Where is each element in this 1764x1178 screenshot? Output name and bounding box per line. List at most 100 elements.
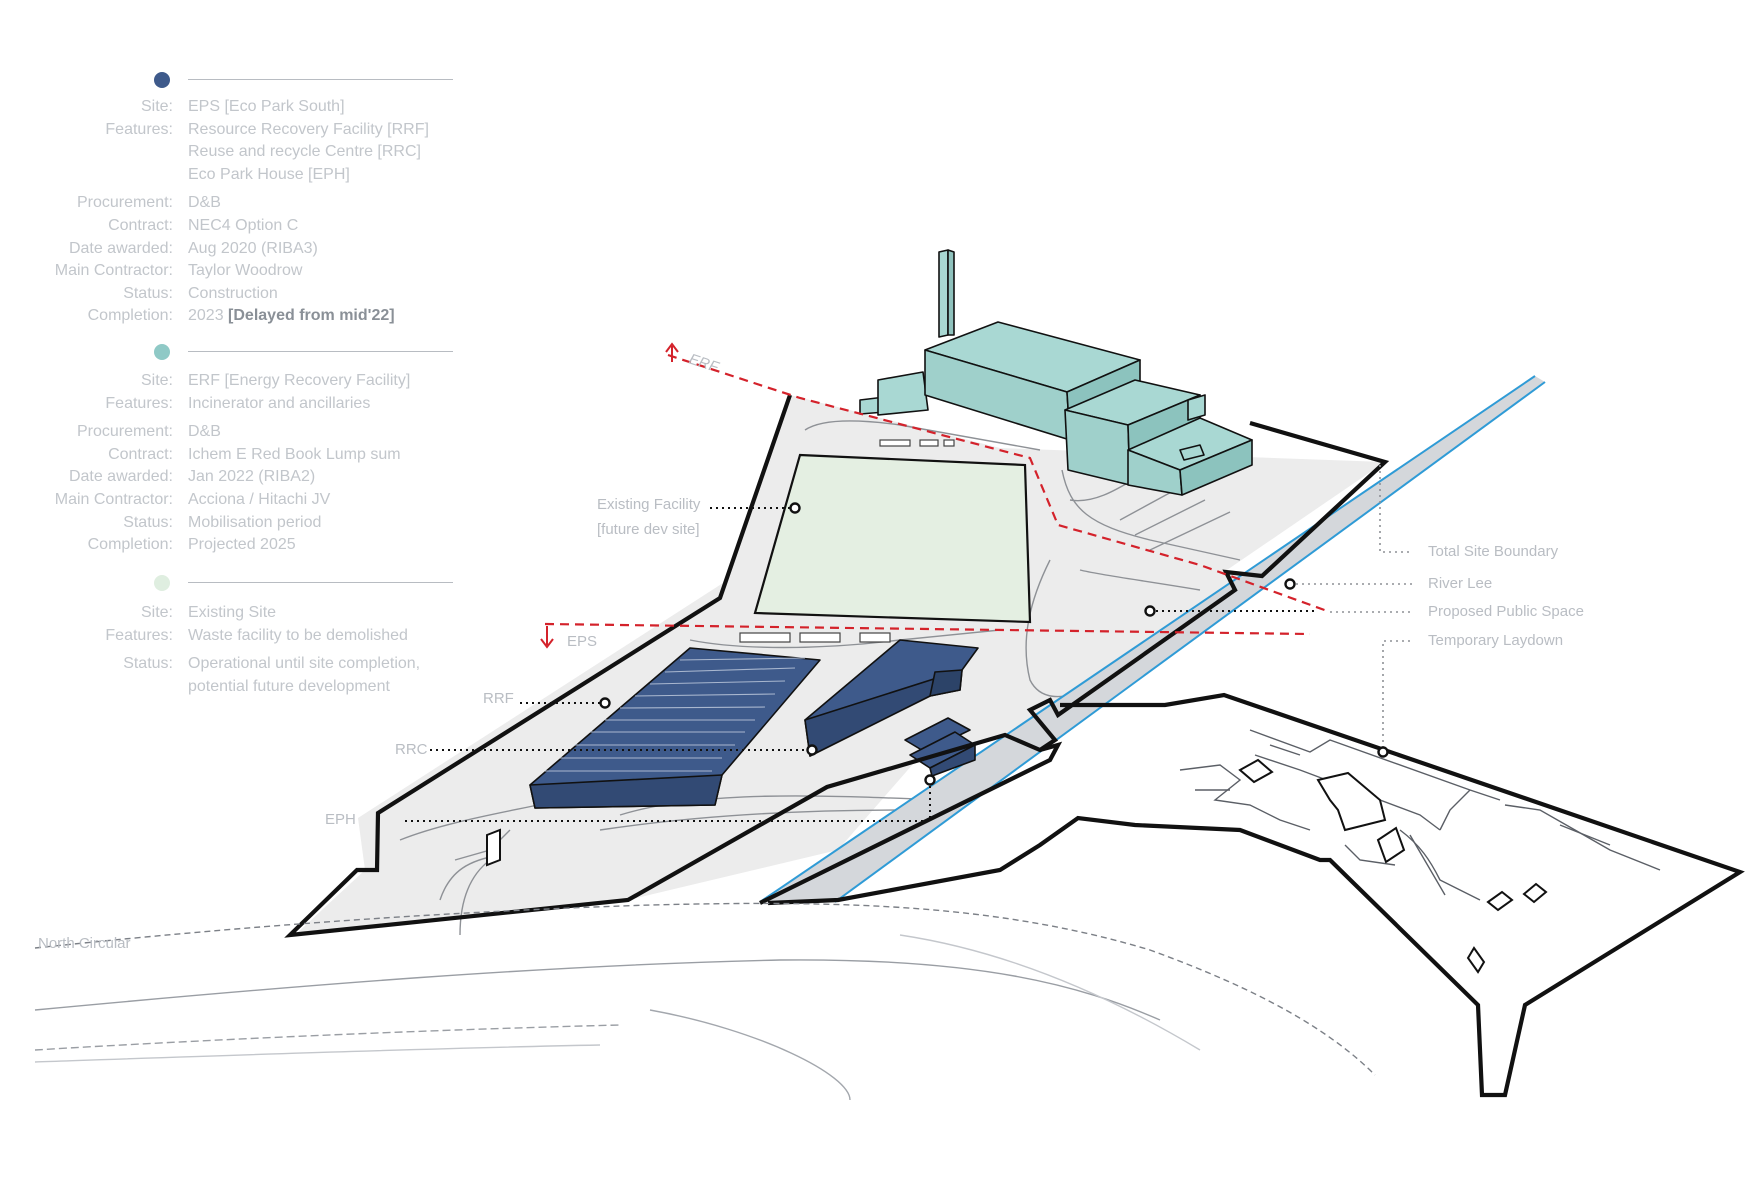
erf-buildings bbox=[859, 249, 1253, 496]
eps-buildings bbox=[529, 639, 979, 809]
total-site-boundary-label: Total Site Boundary bbox=[1428, 543, 1559, 560]
legend-row: Completion: Projected 2025 bbox=[0, 534, 470, 556]
legend-key: Completion: bbox=[87, 307, 173, 325]
legend-key: Features: bbox=[105, 394, 173, 412]
parking-bays bbox=[739, 439, 955, 643]
legend-value: NEC4 Option C bbox=[188, 215, 298, 237]
section-arrows bbox=[540, 342, 679, 649]
legend-key: Site: bbox=[140, 372, 173, 389]
legend-value: Incinerator and ancillaries bbox=[188, 393, 370, 415]
legend-value-text: D&B bbox=[188, 423, 221, 441]
legend-value-text: Aug 2020 (RIBA3) bbox=[188, 239, 318, 257]
legend-key: Site: bbox=[140, 604, 173, 621]
legend-value: ERF [Energy Recovery Facility] bbox=[188, 370, 410, 392]
legend-value: Taylor Woodrow bbox=[188, 260, 302, 282]
legend-key: Main Contractor: bbox=[54, 491, 173, 508]
legend-row: Contract:NEC4 Option C bbox=[0, 215, 470, 237]
legend-value: Aug 2020 (RIBA3) bbox=[188, 238, 318, 260]
future-dev-site-label: [future dev site] bbox=[597, 521, 700, 538]
legend-value-text: Ichem E Red Book Lump sum bbox=[188, 445, 401, 463]
legend-key: Status: bbox=[123, 513, 173, 531]
east-site-vehicles bbox=[486, 758, 1548, 974]
legend-value: D&B bbox=[188, 421, 221, 443]
legend-row: Status:Operational until site completion… bbox=[0, 653, 470, 675]
existing-facility-label: Existing Facility bbox=[597, 496, 701, 513]
erf-section-label: ERF bbox=[687, 351, 722, 377]
erf-section-line bbox=[667, 353, 1331, 614]
erf-arrow-icon bbox=[665, 342, 679, 362]
legend-value-text: Resource Recovery Facility [RRF] bbox=[188, 120, 429, 138]
north-circular-road bbox=[34, 902, 1376, 1101]
legend-key: Date awarded: bbox=[68, 468, 173, 486]
legend-value-text: Existing Site bbox=[188, 604, 277, 621]
legend-row: Main Contractor: Acciona / Hitachi JV bbox=[0, 489, 470, 511]
eph-building bbox=[904, 717, 971, 753]
legend-value-text: Mobilisation period bbox=[188, 513, 322, 531]
legend-value-text: Projected 2025 bbox=[188, 536, 296, 554]
legend-value: Waste facility to be demolished bbox=[188, 625, 408, 647]
legend-value: Eco Park House [EPH] bbox=[188, 164, 350, 186]
legend-key: Features: bbox=[105, 626, 173, 644]
project-legend: Site:EPS [Eco Park South]Features:Resour… bbox=[0, 0, 470, 700]
legend-value: Reuse and recycle Centre [RRC] bbox=[188, 141, 421, 163]
river-edge-east bbox=[834, 381, 1546, 903]
legend-row: Features:Resource Recovery Facility [RRF… bbox=[0, 119, 470, 141]
legend-group-2-rule bbox=[188, 351, 453, 352]
legend-value: Acciona / Hitachi JV bbox=[188, 489, 330, 511]
eph-label: EPH bbox=[325, 811, 356, 828]
legend-row: Features: Incinerator and ancillaries bbox=[0, 393, 470, 415]
legend-group-1-rule bbox=[188, 79, 453, 80]
legend-row: Reuse and recycle Centre [RRC] bbox=[0, 141, 470, 163]
legend-row: Status: Mobilisation period bbox=[0, 512, 470, 534]
legend-row: Completion:2023 [Delayed from mid'22] bbox=[0, 305, 470, 327]
legend-value: Construction bbox=[188, 283, 278, 305]
erf-chimney bbox=[938, 249, 949, 338]
legend-key: Status: bbox=[123, 284, 173, 302]
legend-value: Ichem E Red Book Lump sum bbox=[188, 444, 401, 466]
legend-row: Date awarded:Aug 2020 (RIBA3) bbox=[0, 238, 470, 260]
legend-group-1-dot bbox=[154, 72, 170, 88]
legend-value-text: ERF [Energy Recovery Facility] bbox=[188, 372, 411, 389]
legend-row: Site: EPS [Eco Park South] bbox=[0, 96, 470, 118]
legend-value-text: EPS [Eco Park South] bbox=[188, 98, 345, 115]
legend-key: Site: bbox=[140, 98, 173, 115]
legend-key: Completion: bbox=[87, 536, 173, 554]
legend-value-text: D&B bbox=[188, 194, 221, 212]
east-site-roads bbox=[1179, 729, 1661, 901]
legend-row: Procurement: D&B bbox=[0, 421, 470, 443]
legend-value: EPS [Eco Park South] bbox=[188, 96, 345, 118]
legend-row: Main Contractor: Taylor Woodrow bbox=[0, 260, 470, 282]
legend-value-text: Incinerator and ancillaries bbox=[188, 394, 371, 412]
temporary-laydown-label: Temporary Laydown bbox=[1428, 632, 1563, 649]
river-lee bbox=[760, 376, 1545, 902]
legend-value: D&B bbox=[188, 192, 221, 214]
legend-row: Site: Existing Site bbox=[0, 602, 470, 624]
eps-section-line bbox=[544, 622, 1311, 636]
legend-row: Features: Waste facility to be demolished bbox=[0, 625, 470, 647]
legend-row: Eco Park House [EPH] bbox=[0, 164, 470, 186]
legend-group-3-rule bbox=[188, 582, 453, 583]
legend-value-text: Acciona / Hitachi JV bbox=[188, 491, 331, 508]
legend-value-text: Jan 2022 (RIBA2) bbox=[188, 468, 316, 486]
legend-key: Procurement: bbox=[76, 423, 173, 441]
river-lee-label: River Lee bbox=[1428, 575, 1492, 592]
legend-group-3-dot bbox=[154, 575, 170, 591]
legend-value: Existing Site bbox=[188, 602, 276, 624]
leader-markers bbox=[599, 502, 1389, 786]
south-boundary-link bbox=[759, 741, 1063, 905]
eps-arrow-icon bbox=[540, 626, 554, 649]
eps-section-label: EPS bbox=[567, 633, 597, 650]
leader-lines-grey bbox=[1290, 465, 1412, 748]
legend-row: Contract:Ichem E Red Book Lump sum bbox=[0, 444, 470, 466]
legend-value: Projected 2025 bbox=[188, 534, 296, 556]
legend-key: Status: bbox=[123, 655, 173, 673]
legend-value: Jan 2022 (RIBA2) bbox=[188, 466, 315, 488]
legend-value-text: Taylor Woodrow bbox=[188, 262, 303, 280]
legend-value-text: potential future development bbox=[188, 677, 390, 695]
legend-value: potential future development bbox=[188, 676, 390, 698]
legend-key: Main Contractor: bbox=[54, 262, 173, 280]
rrc-label: RRC bbox=[395, 741, 428, 758]
legend-value-text: Reuse and recycle Centre [RRC] bbox=[188, 143, 421, 161]
legend-value-text: Waste facility to be demolished bbox=[188, 626, 408, 644]
